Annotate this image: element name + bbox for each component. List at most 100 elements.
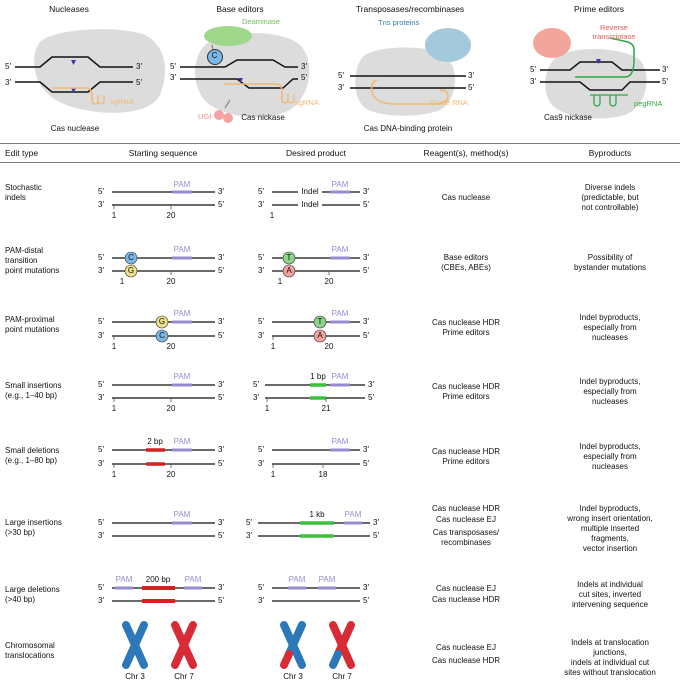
byproduct-line: indels at individual cut (570, 658, 650, 667)
deletion-size: 200 bp (145, 575, 171, 584)
position-label: 20 (166, 342, 176, 351)
strand-end: 3′ (218, 518, 224, 527)
base-c (155, 329, 169, 343)
base-letter: G (127, 266, 135, 275)
sgrna-label: sgRNA (110, 97, 134, 106)
indel-label: Indel (301, 187, 319, 196)
row-2-graphics (112, 251, 360, 278)
strand-end: 5′ (363, 266, 369, 275)
strand-end: 3′ (136, 62, 142, 71)
edit-type-line: Large deletions (5, 585, 60, 594)
byproduct-line: Indel byproducts, (579, 313, 641, 322)
byproduct-line: especially from (583, 387, 637, 396)
strand-end: 3′ (253, 393, 259, 402)
prime-editors-panel (533, 28, 660, 119)
reagent-line: Prime editors (442, 328, 490, 337)
pam-label: PAM (331, 245, 349, 254)
strand-end: 5′ (98, 583, 104, 592)
cas-dna-binding-label: Cas DNA-binding protein (363, 124, 453, 133)
edit-type-line: Chromosomal (5, 641, 55, 650)
strand-end: 3′ (218, 187, 224, 196)
position-label: 20 (324, 342, 334, 351)
byproduct-line: not controllable) (581, 203, 639, 212)
strand-end: 3′ (363, 445, 369, 454)
strand-end: 3′ (218, 317, 224, 326)
position-label: 20 (166, 211, 176, 220)
strand-end: 3′ (258, 459, 264, 468)
strand-end: 3′ (98, 459, 104, 468)
reverse-transcriptase-label-1: Reverse (600, 23, 628, 32)
byproduct-line: cut sites, inverted (578, 590, 642, 599)
byproduct-line: Possibility of (587, 253, 633, 262)
strand-end: 5′ (98, 317, 104, 326)
strand-end: 5′ (301, 73, 307, 82)
pam-label: PAM (344, 510, 362, 519)
byproduct-line: bystander mutations (573, 263, 647, 272)
strand-end: 3′ (258, 331, 264, 340)
strand-end: 5′ (253, 380, 259, 389)
strand-end: 3′ (530, 77, 536, 86)
row-5-graphics (112, 448, 360, 468)
reverse-transcriptase-shape (533, 28, 571, 58)
cas-nickase-label: Cas nickase (241, 113, 285, 122)
nick-site-marker (596, 59, 601, 64)
strand-end: 5′ (218, 200, 224, 209)
strand-end: 5′ (98, 445, 104, 454)
header-byproducts: Byproducts (588, 148, 632, 158)
pegrna-extension (575, 37, 635, 78)
byproduct-line: Indel byproducts, (579, 504, 641, 513)
strand-end: 5′ (136, 78, 142, 87)
base-letter: A (317, 331, 323, 340)
position-label: 21 (321, 404, 331, 413)
pam-label: PAM (318, 575, 336, 584)
edit-type-line: Stochastic (5, 183, 42, 192)
header-edit-type: Edit type (5, 148, 39, 158)
strand-end: 5′ (363, 200, 369, 209)
row-3-graphics (112, 315, 360, 343)
sgrna-hairpins (91, 95, 105, 105)
strand-end: 3′ (218, 445, 224, 454)
insertion-size: 1 bp (310, 372, 326, 381)
edit-type-line: (e.g., 1–40 bp) (5, 391, 58, 400)
strand-end: 5′ (258, 253, 264, 262)
reagent-line: Cas nuclease HDR (431, 595, 501, 604)
strand-end: 5′ (218, 596, 224, 605)
nick-site-marker (238, 78, 243, 83)
byproduct-line: Indel byproducts, (579, 442, 641, 451)
byproduct-line: vector insertion (582, 544, 638, 553)
strand-end: 3′ (170, 73, 176, 82)
edit-type-line: point mutations (5, 266, 60, 275)
position-label: 1 (270, 470, 276, 479)
dna-bottom-strand (540, 81, 660, 91)
reagent-line: Cas nuclease HDR (431, 382, 501, 391)
transposases-panel (350, 28, 471, 116)
reagent-line: Cas nuclease HDR (431, 318, 501, 327)
strand-end: 3′ (373, 518, 379, 527)
strand-end: 3′ (258, 596, 264, 605)
deaminase-label: Deaminase (242, 17, 280, 26)
strand-end: 3′ (98, 331, 104, 340)
header-starting-sequence: Starting sequence (128, 148, 198, 158)
pam-label: PAM (184, 575, 202, 584)
strand-end: 5′ (258, 187, 264, 196)
position-label: 20 (324, 277, 334, 286)
chromosome-label: Chr 7 (332, 672, 352, 681)
row-6-graphics (112, 521, 370, 538)
base-c-circle (207, 49, 223, 65)
position-label: 20 (166, 470, 176, 479)
base-letter: G (158, 317, 166, 326)
strand-end: 3′ (218, 380, 224, 389)
row-7-graphics (112, 586, 360, 603)
cas-binding-shape (355, 47, 456, 116)
strand-end: 3′ (363, 583, 369, 592)
edit-type-line: (e.g., 1–80 bp) (5, 456, 58, 465)
prime-editors-title: Prime editors (573, 4, 625, 14)
pegrna-hairpins (590, 94, 628, 107)
base-c (124, 251, 138, 265)
edit-type-line: indels (5, 193, 26, 202)
byproduct-line: Indel byproducts, (579, 377, 641, 386)
byproduct-line: especially from (583, 323, 637, 332)
strand-end: 5′ (258, 445, 264, 454)
strand-end: 3′ (258, 266, 264, 275)
chromosome-label: Chr 7 (174, 672, 194, 681)
